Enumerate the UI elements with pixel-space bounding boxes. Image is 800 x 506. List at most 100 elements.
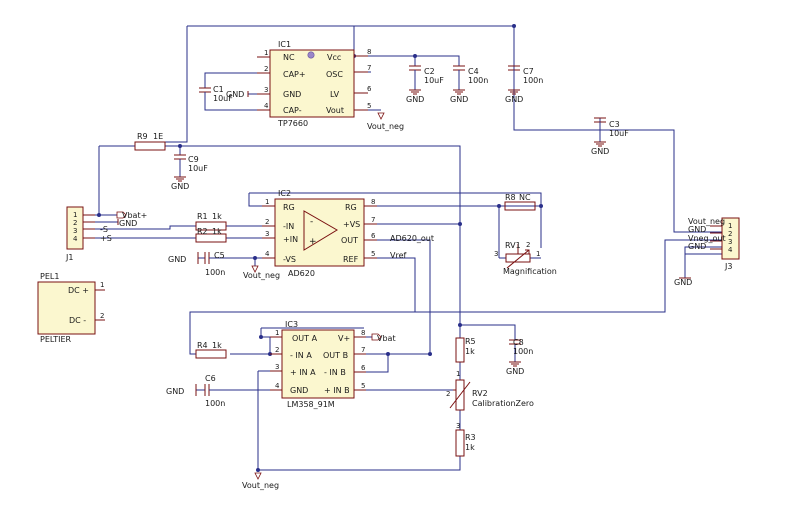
resistor-r5[interactable]: R5 1k xyxy=(455,337,476,363)
c1-ref: C1 xyxy=(213,85,224,94)
pel1-num-minus: 2 xyxy=(100,312,104,320)
ic2-part: AD620 xyxy=(288,269,315,278)
rv2-pin-3: 3 xyxy=(456,422,460,430)
j3-pin-3: 3 xyxy=(728,238,732,246)
j3-connector[interactable]: 1 2 3 4 J3 Vout_neg GND Vneg_out GND xyxy=(688,217,740,271)
gnd-label-c4: GND xyxy=(450,95,468,104)
j3-ref: J3 xyxy=(724,262,732,271)
gnd-label-ic1: GND xyxy=(226,90,244,99)
capacitor-c3[interactable]: C3 10uF xyxy=(594,117,629,142)
pel1-peltier[interactable]: PEL1 PELTIER DC + DC - 1 2 xyxy=(37,272,105,344)
resistor-r1[interactable]: R1 1k xyxy=(195,212,227,231)
ic2-pin-2: 2 xyxy=(265,218,269,226)
rv1-pin-3: 3 xyxy=(494,250,498,258)
c9-value: 10uF xyxy=(188,164,208,173)
ground-symbol-j3: GND xyxy=(674,277,692,287)
ground-symbol-c3: GND xyxy=(591,141,609,156)
ground-symbol-ic1: GND xyxy=(226,90,249,99)
rv1-pin-2: 2 xyxy=(526,241,530,249)
capacitor-c7[interactable]: C7 100n xyxy=(508,65,543,90)
j1-pin-3: 3 xyxy=(73,227,77,235)
net-j3-vneg-out: Vneg_out xyxy=(688,234,726,243)
capacitor-c2[interactable]: C2 10uF xyxy=(409,65,444,90)
ic2-opamp-plus: + xyxy=(309,237,317,247)
ic2-pin-name-8: RG xyxy=(345,203,357,212)
resistor-r4[interactable]: R4 1k xyxy=(195,341,227,359)
r5-ref: R5 xyxy=(465,337,476,346)
ic3-pin-name-1: OUT A xyxy=(292,334,318,343)
capacitor-c4[interactable]: C4 100n xyxy=(453,65,488,90)
ic1-pin-name-1: NC xyxy=(283,53,295,62)
gnd-label-c8: GND xyxy=(506,367,524,376)
ground-symbols: GND GND GND GND GND xyxy=(166,89,692,396)
resistor-r8[interactable]: R8 NC xyxy=(504,193,536,211)
ic2-ad620[interactable]: IC2 AD620 RG -IN +IN -VS RG +VS OUT REF … xyxy=(262,189,377,278)
wires xyxy=(95,25,722,471)
ic1-pin-name-7: OSC xyxy=(326,70,343,79)
r8-ref: R8 xyxy=(505,193,516,202)
r5-value: 1k xyxy=(465,347,475,356)
j1-pin-1: 1 xyxy=(73,211,77,219)
ic1-pin-name-4: CAP- xyxy=(283,106,302,115)
pel1-num-plus: 1 xyxy=(100,281,104,289)
r4-value: 1k xyxy=(212,341,222,350)
j1-pin-4: 4 xyxy=(73,235,78,243)
capacitor-c9[interactable]: C9 10uF xyxy=(174,154,208,177)
ic3-pin-3: 3 xyxy=(275,363,279,371)
ic3-pin-name-6: - IN B xyxy=(324,368,346,377)
rv1-name: Magnification xyxy=(503,267,557,276)
ic1-ref: IC1 xyxy=(278,40,291,49)
potentiometer-rv2[interactable]: RV2 CalibrationZero 1 2 3 xyxy=(446,370,534,430)
capacitor-c6[interactable]: C6 100n xyxy=(204,374,225,408)
capacitor-c1[interactable]: C1 10uF xyxy=(199,85,233,103)
r4-ref: R4 xyxy=(197,341,208,350)
j1-connector[interactable]: 1 2 3 4 J1 xyxy=(65,206,95,262)
c1-value: 10uF xyxy=(213,94,233,103)
ic1-pin-8: 8 xyxy=(367,48,371,56)
gnd-label-c7: GND xyxy=(505,95,523,104)
ic2-pin-name-3: +IN xyxy=(283,235,298,244)
pel1-pin-minus: DC - xyxy=(69,316,86,325)
ic1-tp7660[interactable]: IC1 TP7660 NC CAP+ GND CAP- Vcc OSC LV V… xyxy=(257,40,372,128)
capacitor-c8[interactable]: C8 100n xyxy=(509,338,533,362)
r2-ref: R2 xyxy=(197,227,208,236)
rv1-ref: RV1 xyxy=(505,241,521,250)
net-vbat: Vbat xyxy=(377,334,396,343)
rv2-pin-1: 1 xyxy=(456,370,460,378)
r8-value: NC xyxy=(519,193,531,202)
ic3-lm358[interactable]: IC3 LM358_91M OUT A - IN A + IN A GND V+… xyxy=(270,320,366,409)
ic3-pin-name-2: - IN A xyxy=(290,351,312,360)
ic3-pin-name-4: GND xyxy=(290,386,308,395)
ic2-pin-name-5: REF xyxy=(343,255,359,264)
gnd-label-j3: GND xyxy=(674,278,692,287)
potentiometer-rv1[interactable]: RV1 Magnification 1 2 3 xyxy=(494,241,557,276)
ic3-pin-2: 2 xyxy=(275,346,279,354)
ground-symbol-c8: GND xyxy=(506,361,524,376)
resistor-r9[interactable]: R9 1E xyxy=(134,132,166,151)
resistor-r3[interactable]: R3 1k xyxy=(455,429,476,457)
gnd-label-c9: GND xyxy=(171,182,189,191)
ic1-pin-7: 7 xyxy=(367,64,371,72)
net-vout-neg-bottom: Vout_neg xyxy=(242,481,279,490)
c3-value: 10uF xyxy=(609,129,629,138)
rv2-pin-2: 2 xyxy=(446,390,450,398)
ic3-pin-8: 8 xyxy=(361,329,365,337)
net-vref: Vref xyxy=(390,251,407,260)
resistor-r2[interactable]: R2 1k xyxy=(195,227,227,243)
ic2-pin-name-6: OUT xyxy=(341,236,358,245)
c5-value: 100n xyxy=(205,268,225,277)
ic2-pin-name-7: +VS xyxy=(343,220,360,229)
gnd-label-c3: GND xyxy=(591,147,609,156)
gnd-label-c6: GND xyxy=(166,387,184,396)
capacitor-c5[interactable]: C5 100n xyxy=(204,251,225,277)
junctions xyxy=(97,24,543,472)
ic2-pin-8: 8 xyxy=(371,198,375,206)
net-labels: Vout_neg Vout_neg Vout_neg Vbat Vref AD6… xyxy=(242,112,434,490)
net-ad620-out: AD620_out xyxy=(390,234,434,243)
net-vout-neg-ic2: Vout_neg xyxy=(243,271,280,280)
ground-symbol-c5: GND xyxy=(168,252,199,264)
ground-symbol-c4: GND xyxy=(450,89,468,104)
ic2-pin-5: 5 xyxy=(371,250,375,258)
ic1-pin-name-2: CAP+ xyxy=(283,70,306,79)
ic3-pin-name-8: V+ xyxy=(338,334,350,343)
